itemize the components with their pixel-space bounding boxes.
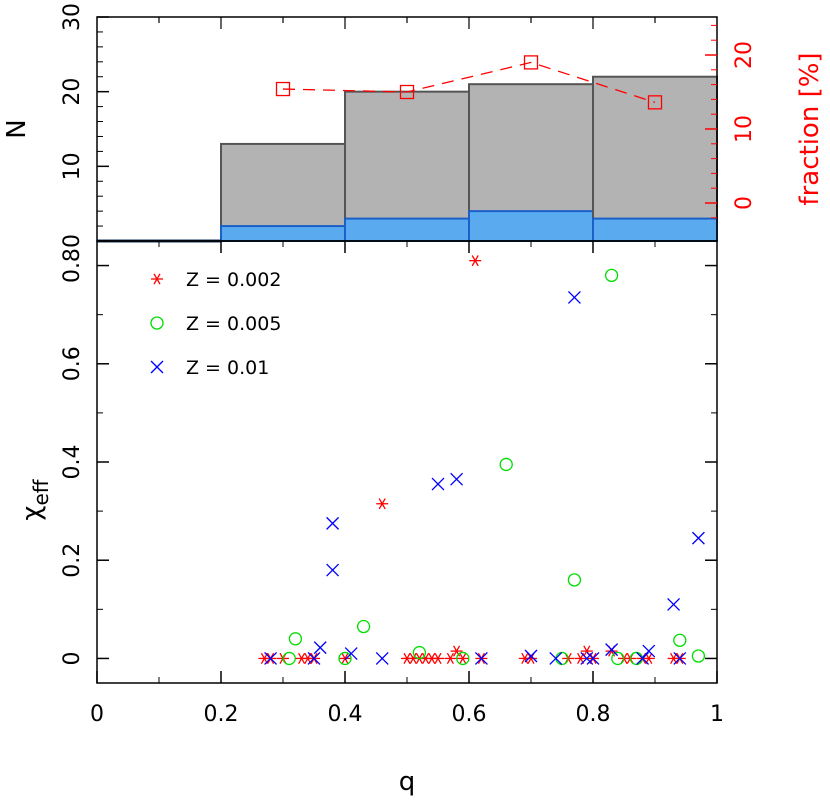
scatter-points <box>258 255 706 666</box>
scatter-point-cross <box>605 643 619 657</box>
legend-label: Z = 0.01 <box>186 357 269 379</box>
scatter-point-circle <box>611 651 625 666</box>
histogram-ylabel: N <box>2 119 32 138</box>
scatter-point-cross <box>580 651 594 665</box>
scatter-point-circle <box>691 649 706 663</box>
scatter-ylabel-main: χ <box>17 506 47 521</box>
scatter-point-cross <box>549 651 563 665</box>
scatter-point-circle <box>282 651 296 666</box>
scatter-point-cross <box>642 644 656 658</box>
scatter-point-star <box>444 652 457 664</box>
scatter-frame <box>96 240 718 684</box>
histogram-bar-total <box>220 142 346 242</box>
scatter-point-cross <box>667 597 681 611</box>
scatter-point-cross <box>474 651 488 665</box>
histogram-bar-total <box>344 90 470 242</box>
scatter-point-circle <box>356 619 371 634</box>
scatter-point-cross <box>691 531 705 545</box>
scatter-point-star <box>339 652 351 664</box>
legend-marker-cross <box>150 360 164 374</box>
legend-label: Z = 0.005 <box>186 313 281 335</box>
scatter-point-circle <box>604 268 619 283</box>
scatter-point-circle <box>673 633 687 647</box>
fraction-ytick-label: 10 <box>732 115 757 143</box>
scatter-xlabel: q <box>399 767 416 797</box>
histogram-bar-highlighted <box>220 225 346 242</box>
histogram-ytick-label: 30 <box>60 3 85 31</box>
scatter-point-circle <box>412 645 427 660</box>
scatter-point-cross <box>313 641 327 655</box>
histogram-left-ticks: 0 10 20 30 <box>60 3 656 248</box>
histogram-right-ticks: 0 10 20 <box>705 24 757 219</box>
scatter-point-cross <box>524 649 538 663</box>
histogram-bar-highlighted <box>344 217 470 243</box>
fraction-marker <box>275 81 291 97</box>
scatter-xtick-label: 1 <box>710 702 724 727</box>
histogram-panel: 0 10 20 30 0 10 20 N fraction [%] <box>2 3 825 248</box>
scatter-point-cross <box>586 651 600 665</box>
scatter-point-cross <box>307 651 321 665</box>
fraction-marker <box>523 55 539 70</box>
histogram-bar-total <box>592 75 718 242</box>
histogram-ytick-label: 0 <box>60 234 85 248</box>
scatter-point-circle <box>338 651 352 666</box>
legend-label: Z = 0.002 <box>186 269 281 291</box>
scatter-xtick-label: 0 <box>90 702 104 727</box>
fraction-ytick-label: 20 <box>732 41 757 69</box>
scatter-point-cross <box>636 651 650 665</box>
histogram-bar-highlighted <box>592 217 718 243</box>
scatter-ytick-label: 0.8 <box>60 248 85 283</box>
fraction-marker <box>399 84 415 100</box>
fraction-marker <box>647 95 663 110</box>
scatter-point-circle <box>567 573 582 587</box>
scatter-xtick-label: 0.4 <box>328 702 363 727</box>
scatter-point-star <box>469 255 482 267</box>
scatter-point-cross <box>264 651 278 665</box>
legend-marker-circle <box>150 316 164 330</box>
histogram-ylabel-right: fraction [%] <box>795 52 825 205</box>
legend: Z = 0.002 Z = 0.005 Z = 0.01 <box>150 269 281 379</box>
histogram-bars <box>97 75 718 243</box>
scatter-point-cross <box>375 651 389 665</box>
scatter-point-circle <box>456 651 470 666</box>
scatter-point-cross <box>431 477 445 491</box>
legend-marker-star <box>151 273 163 285</box>
scatter-ylabel: χeff <box>17 478 53 520</box>
scatter-ytick-label: 0 <box>60 651 85 665</box>
histogram-ytick-label: 10 <box>60 152 85 180</box>
scatter-point-star <box>376 498 389 510</box>
scatter-point-cross <box>326 563 340 577</box>
scatter-point-cross <box>326 516 340 530</box>
scatter-ylabel-sub: eff <box>29 478 53 505</box>
scatter-point-cross <box>567 291 581 304</box>
scatter-ytick-label: 0.4 <box>60 445 85 480</box>
scatter-ytick-label: 0.2 <box>60 543 85 578</box>
fraction-line <box>282 61 656 103</box>
scatter-point-circle <box>288 632 303 646</box>
scatter-xtick-label: 0.6 <box>452 702 487 727</box>
scatter-point-cross <box>344 647 358 660</box>
histogram-bar-highlighted <box>468 210 594 242</box>
fraction-ytick-label: 0 <box>732 196 757 210</box>
scatter-point-cross <box>673 651 687 665</box>
fraction-series <box>275 55 663 110</box>
scatter-point-cross <box>450 472 464 486</box>
scatter-ticks: 0 0.2 0.4 0.6 0.8 1 0 0.2 0.4 0.6 0.8 <box>60 241 724 727</box>
scatter-xtick-label: 0.2 <box>204 702 239 727</box>
scatter-point-star <box>605 645 618 657</box>
scatter-point-star <box>525 652 537 664</box>
scatter-point-star <box>456 652 469 664</box>
scatter-ytick-label: 0.6 <box>60 346 85 381</box>
scatter-xtick-label: 0.8 <box>576 702 611 727</box>
scatter-point-star <box>432 652 444 664</box>
histogram-ytick-label: 20 <box>60 78 85 106</box>
scatter-point-circle <box>499 457 513 472</box>
